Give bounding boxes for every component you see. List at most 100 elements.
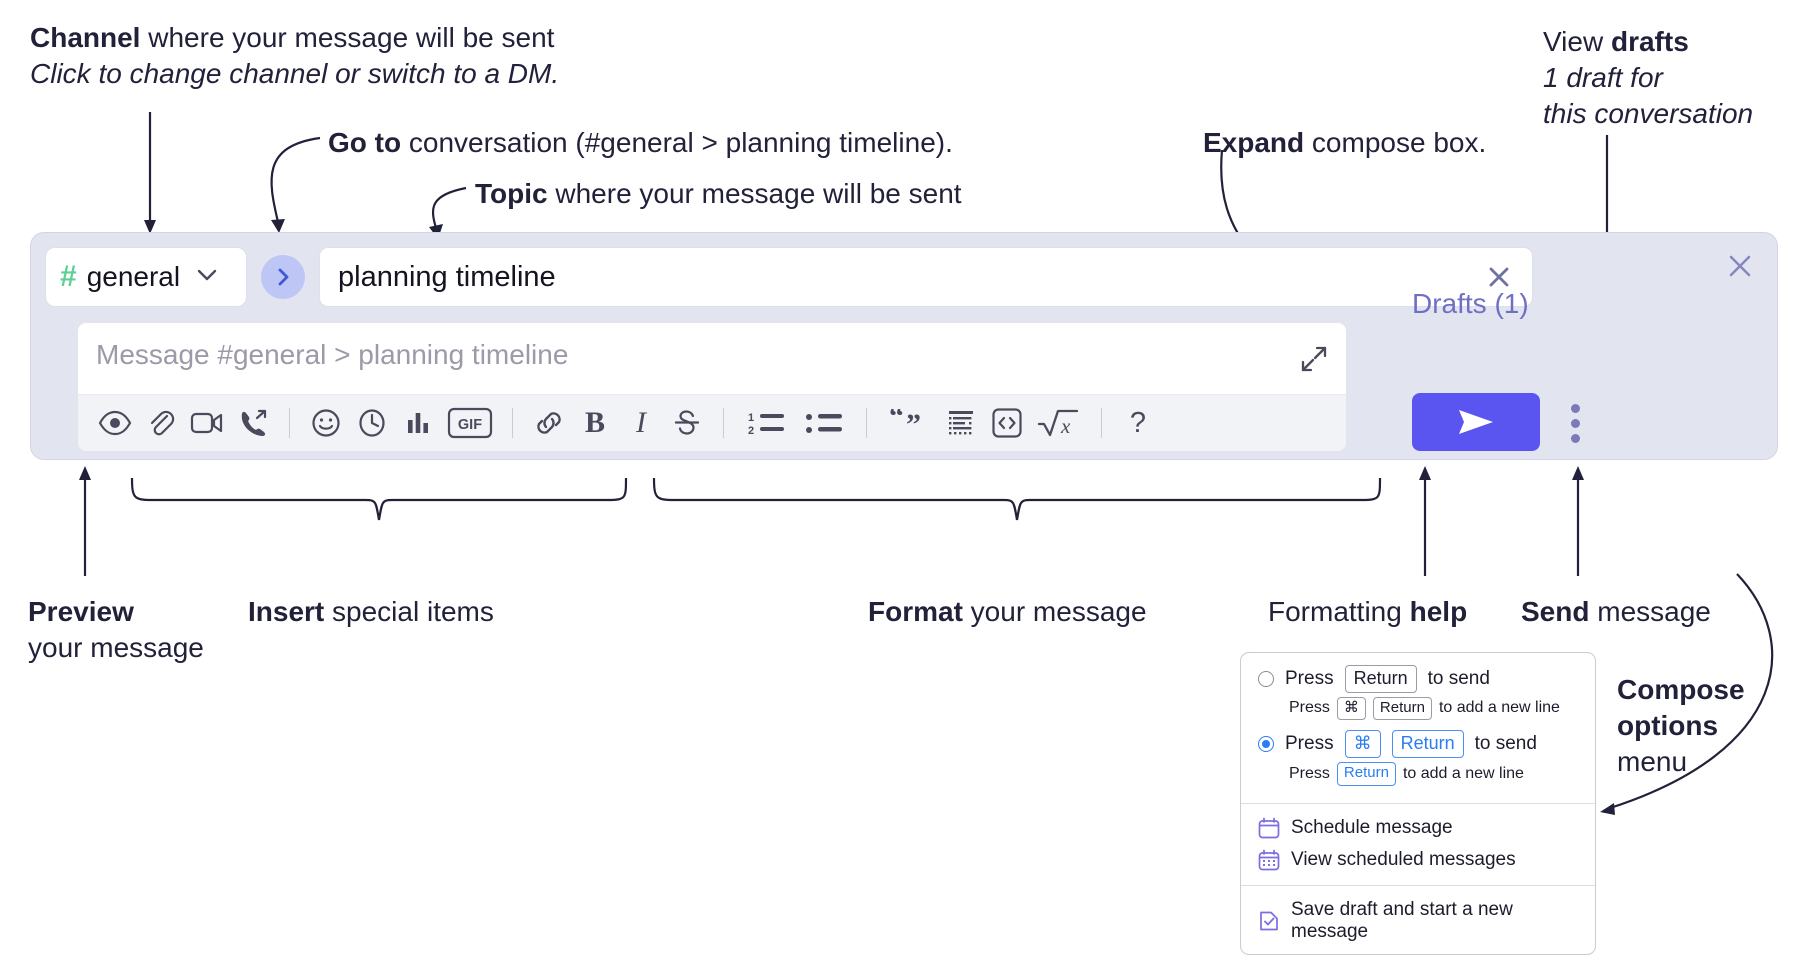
radio-return-to-send[interactable] (1258, 670, 1274, 687)
option-press-cmd-return-to-send[interactable]: Press ⌘ Return to send (1241, 728, 1595, 758)
expand-compose-button[interactable] (1300, 345, 1328, 378)
close-icon (1729, 255, 1751, 277)
video-clip-button[interactable] (184, 401, 230, 445)
bold-button[interactable]: B (572, 401, 618, 445)
clock-icon (359, 409, 385, 437)
clear-topic-button[interactable] (1480, 258, 1518, 296)
emoji-button[interactable] (303, 401, 349, 445)
close-compose-button[interactable] (1725, 251, 1755, 286)
code-block-button[interactable] (938, 401, 984, 445)
emoji-icon (312, 409, 340, 437)
menu-item-save-draft[interactable]: Save draft and start a new message (1241, 894, 1595, 948)
inline-code-button[interactable] (984, 401, 1030, 445)
toolbar-separator (866, 408, 867, 438)
attachment-button[interactable] (138, 401, 184, 445)
drafts-link[interactable]: Drafts (1) (1412, 288, 1529, 319)
preview-button[interactable] (92, 401, 138, 445)
bulleted-list-icon (806, 414, 842, 433)
annotation-goto-rest: conversation (#general > planning timeli… (401, 127, 953, 158)
option-label-tail: to send (1474, 733, 1537, 754)
annotation-channel-italic: Click to change channel or switch to a D… (30, 57, 560, 89)
annotation-preview-line2: your message (28, 631, 204, 663)
channel-name: general (86, 261, 181, 292)
menu-item-label: Save draft and start a new message (1291, 898, 1513, 942)
annotation-insert-bold: Insert (248, 596, 325, 627)
annotation-expand-bold: Expand (1203, 127, 1305, 158)
message-input[interactable]: Message #general > planning timeline (77, 322, 1347, 394)
menu-item-label: View scheduled messages (1291, 848, 1516, 870)
annotation-channel-rest: where your message will be sent (140, 22, 555, 53)
svg-text:x: x (1060, 414, 1071, 438)
strikethrough-button[interactable] (664, 401, 710, 445)
toolbar-separator (512, 408, 513, 438)
goto-conversation-button[interactable] (261, 255, 305, 299)
gif-button[interactable]: GIF (441, 401, 499, 445)
math-icon: x (1037, 409, 1079, 438)
italic-button[interactable]: I (618, 401, 664, 445)
menu-divider (1241, 884, 1595, 886)
sub-label-tail: to add a new line (1402, 764, 1524, 782)
annotation-topic: Topic where your message will be sent (475, 176, 962, 212)
option-sub-newline-1: Press ⌘ Return to add a new line (1241, 693, 1595, 729)
compose-options-button[interactable] (1562, 401, 1588, 445)
huddle-icon (241, 409, 267, 436)
toolbar-separator (1101, 408, 1102, 438)
annotation-format-bold: Format (868, 596, 963, 627)
gif-icon: GIF (447, 407, 493, 439)
channel-selector-button[interactable]: # general (45, 247, 247, 307)
kebab-dot (1570, 418, 1580, 428)
option-press-return-to-send[interactable]: Press Return to send (1241, 663, 1595, 693)
annotation-send-bold: Send (1521, 596, 1590, 627)
expand-icon (1301, 346, 1327, 372)
menu-item-schedule-message[interactable]: Schedule message (1241, 812, 1595, 844)
annotation-insert: Insert special items (248, 594, 494, 630)
menu-divider (1241, 802, 1595, 804)
blockquote-button[interactable]: “ ” (880, 401, 938, 445)
schedule-clock-button[interactable] (349, 401, 395, 445)
chevron-down-icon (196, 268, 218, 287)
attachment-icon (150, 410, 175, 436)
option-label-press: Press (1285, 733, 1334, 754)
math-button[interactable]: x (1030, 401, 1088, 445)
option-label-press: Press (1285, 667, 1334, 689)
calendar-grid-icon (1258, 849, 1280, 870)
menu-item-view-scheduled-messages[interactable]: View scheduled messages (1241, 844, 1595, 876)
compose-options-menu: Press Return to send Press ⌘ Return to a… (1240, 652, 1596, 955)
svg-text:”: ” (906, 409, 921, 437)
annotation-compose-options-bold2: options (1617, 709, 1719, 741)
annotation-compose-options-bold1: Compose (1617, 674, 1745, 705)
annotation-help-lead: Formatting (1268, 596, 1410, 627)
kebab-dot (1570, 433, 1580, 443)
chevron-right-icon (278, 268, 289, 286)
poll-button[interactable] (395, 401, 441, 445)
option-sub-newline-2: Press Return to add a new line (1241, 758, 1595, 794)
code-icon (992, 408, 1022, 438)
link-button[interactable] (526, 401, 572, 445)
key-return: Return (1372, 696, 1432, 721)
key-return: Return (1344, 665, 1417, 693)
annotation-help-bold: help (1409, 596, 1468, 627)
sub-label-press: Press (1289, 764, 1330, 782)
annotation-format: Format your message (868, 594, 1147, 630)
radio-cmd-return-to-send[interactable] (1258, 736, 1274, 752)
sub-label-press: Press (1289, 699, 1330, 717)
bulleted-list-button[interactable] (795, 401, 853, 445)
hash-icon: # (60, 260, 77, 293)
ordered-list-button[interactable]: 1 2 (737, 401, 795, 445)
topic-input[interactable]: planning timeline (319, 247, 1533, 307)
bold-icon: B (584, 406, 605, 439)
svg-text:“: “ (889, 409, 904, 433)
svg-text:2: 2 (748, 425, 754, 437)
blockquote-icon: “ ” (889, 409, 921, 437)
send-button[interactable] (1412, 393, 1540, 451)
huddle-button[interactable] (230, 401, 276, 445)
formatting-toolbar: GIF B I 1 2 (77, 394, 1347, 452)
italic-icon: I (636, 406, 646, 439)
send-icon (1459, 410, 1493, 434)
video-icon (190, 412, 223, 434)
annotation-send: Send message (1521, 594, 1711, 630)
formatting-help-button[interactable]: ? (1115, 401, 1161, 445)
svg-text:1: 1 (748, 412, 754, 424)
annotation-topic-rest: where your message will be sent (547, 178, 962, 209)
key-return: Return (1336, 761, 1396, 786)
